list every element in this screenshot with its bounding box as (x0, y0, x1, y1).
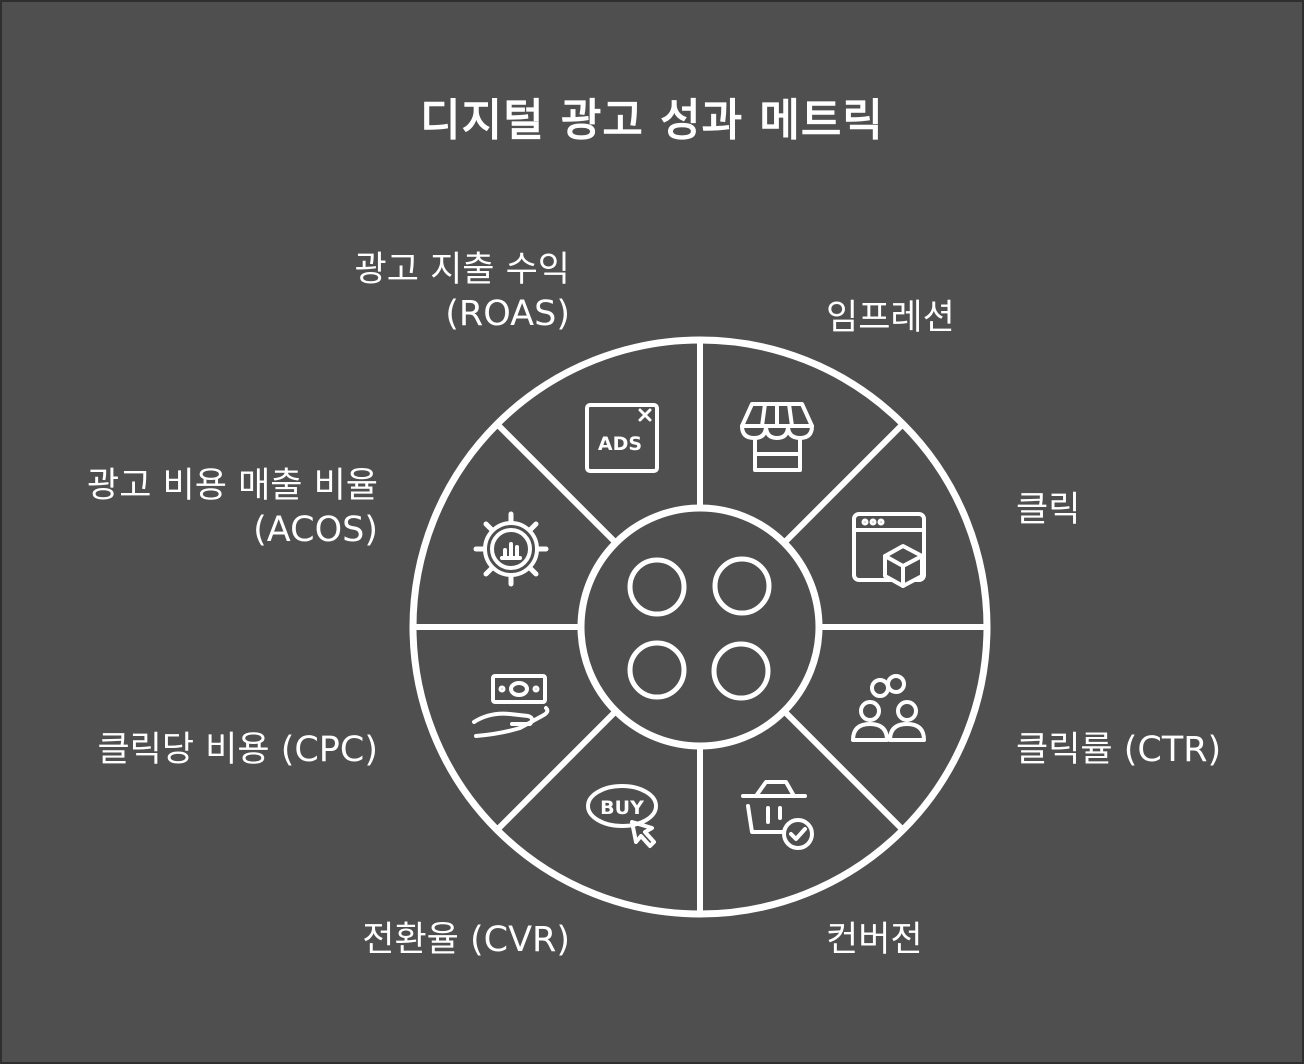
spokes (410, 337, 990, 917)
label-conversion: 컨버전 (826, 920, 923, 960)
svg-text:ADS: ADS (598, 433, 642, 455)
label-ctr: 클릭률 (CTR) (1016, 730, 1222, 770)
browser-window-box-icon (852, 512, 926, 588)
label-cpc: 클릭당 비용 (CPC) (97, 730, 378, 770)
label-impression: 임프레션 (826, 298, 955, 338)
svg-text:BUY: BUY (600, 797, 644, 819)
diagram-title: 디지털 광고 성과 메트릭 (420, 95, 884, 146)
gear-chart-icon (473, 511, 549, 587)
label-click: 클릭 (1016, 490, 1081, 530)
people-link-icon (851, 674, 926, 742)
buy-cursor-icon: BUY (586, 784, 658, 848)
label-roas: 광고 지출 수익 (ROAS) (354, 250, 570, 334)
label-acos: 광고 비용 매출 비율 (ACOS) (87, 466, 378, 550)
hand-money-icon (472, 674, 550, 738)
ads-window-icon: ADS (585, 403, 659, 473)
shopping-basket-check-icon (741, 780, 814, 850)
label-cvr: 전환율 (CVR) (362, 920, 570, 960)
four-circles-icon (627, 556, 772, 701)
storefront-awning-icon (740, 402, 814, 472)
